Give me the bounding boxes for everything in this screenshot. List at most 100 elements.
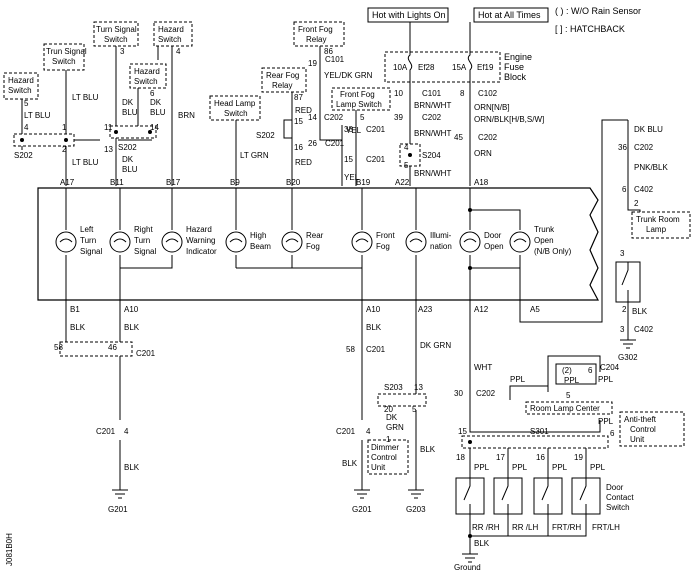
lamp-illumination-line-2: nation: [430, 242, 452, 251]
wire-label-yel-2: YEL: [344, 173, 360, 182]
pin-13: 13: [104, 145, 113, 154]
splice-dot-ground: [468, 534, 472, 538]
wire-label-blu-1: BLU: [122, 108, 138, 117]
hazard-switch-2-box: [129, 63, 167, 89]
pin-19: 19: [308, 59, 317, 68]
lamp-hazard-line-2: Warning: [186, 236, 216, 245]
wire-label-blk-6: BLK: [342, 459, 358, 468]
conn-c202-trunk: C202: [634, 143, 654, 152]
pin-15-yel: 15: [344, 155, 353, 164]
fuse-ef19-wire: [467, 22, 473, 82]
wire-label-lt-grn: LT GRN: [240, 151, 269, 160]
wire-label-red-1: RED: [295, 106, 312, 115]
pin-20: 20: [384, 405, 393, 414]
hazard-switch-2-label-2: Switch: [134, 77, 158, 86]
wire-label-red-2: RED: [295, 158, 312, 167]
wire-label-dk-3: DK: [122, 155, 134, 164]
pin-2-c204: (2): [562, 366, 572, 375]
wire-yel: [319, 46, 357, 186]
pin-14: 14: [150, 123, 159, 132]
lamp-high-beam-line-2: Beam: [250, 242, 271, 251]
wire-label-brn-wht-3: BRN/WHT: [414, 169, 451, 178]
lamp-right-turn-line-2: Turn: [134, 236, 150, 245]
splice-dot-5: [408, 153, 412, 157]
conn-c202-mid: C202: [422, 113, 442, 122]
trun-signal-switch-box: [43, 43, 85, 71]
door-contact-label-1: Door: [606, 483, 624, 492]
lamp-illumination: Illumi- nation: [405, 188, 452, 300]
front-fog-lamp-switch-label-2: Lamp Switch: [336, 100, 382, 109]
conn-c101-1: C101: [325, 55, 345, 64]
wire-label-blk-3: BLK: [124, 463, 140, 472]
pin-38: 38: [344, 125, 353, 134]
wire-label-lt-blu-1: LT BLU: [24, 111, 51, 120]
conn-s202-2: S202: [118, 143, 137, 152]
pin-5-s204: 5: [404, 161, 409, 170]
hot-lights-label: Hot with Lights On: [372, 10, 446, 20]
conn-c201-bl2: C201: [96, 427, 116, 436]
lamp-right-turn-line-1: Right: [134, 225, 153, 234]
door-contact-label-3: Switch: [606, 503, 630, 512]
antitheft-label-2: Control: [630, 425, 656, 434]
wire-label-blk-2: BLK: [124, 323, 140, 332]
conn-c201-fog: C201: [366, 125, 386, 134]
turn-signal-switch-label-1: Turn Signal: [96, 25, 137, 34]
pin-a10-b: A10: [366, 305, 381, 314]
wire-label-wht: WHT: [474, 363, 492, 372]
pin-86: 86: [324, 47, 333, 56]
lamp-hazard-line-3: Indicator: [186, 247, 217, 256]
wire-trunk-feed: [469, 119, 628, 432]
conn-c402-2: C402: [634, 325, 654, 334]
head-lamp-switch-label-2: Switch: [224, 109, 248, 118]
lamp-rear-fog-line-2: Fog: [306, 242, 320, 251]
front-fog-lamp-switch-box: [331, 87, 391, 111]
pin-a23: A23: [418, 305, 433, 314]
s203-splice: [377, 393, 427, 407]
label-frt-lh: FRT/LH: [592, 523, 620, 532]
conn-c202-door: C202: [476, 389, 496, 398]
wire-label-yel-dk-grn: YEL/DK GRN: [324, 71, 373, 80]
rear-fog-relay-box: [261, 67, 307, 93]
lamp-right-turn-signal: Right Turn Signal: [109, 188, 156, 300]
pin-5-s203: 5: [412, 405, 417, 414]
conn-s203: S203: [384, 383, 403, 392]
pin-87: 87: [294, 93, 303, 102]
conn-s204: S204: [422, 151, 441, 160]
wire-label-ppl-4: PPL: [474, 463, 490, 472]
lamp-right-turn-line-3: Signal: [134, 247, 156, 256]
wire-label-brn-wht-1: BRN/WHT: [414, 101, 451, 110]
conn-c201-mid2: C201: [336, 427, 356, 436]
pin-b20: B20: [286, 178, 301, 187]
pin-58-mid: 58: [346, 345, 355, 354]
wire-label-orn-nb: ORN[N/B]: [474, 103, 510, 112]
conn-s202-1: S202: [14, 151, 33, 160]
pin-b9: B9: [230, 178, 240, 187]
trunk-room-lamp-box: [631, 211, 691, 239]
fuse-ef19-name: Ef19: [477, 63, 494, 72]
hazard-switch-box: [3, 72, 39, 100]
ground-g201-left: [112, 489, 128, 499]
wire-door-ground: [469, 514, 587, 554]
antitheft-label-3: Unit: [630, 435, 645, 444]
wire-blk-middle: [361, 300, 417, 490]
trunk-lamp-label-1: Trunk Room: [636, 215, 680, 224]
wire-door-bus: [469, 410, 601, 433]
lamp-front-fog-line-1: Front: [376, 231, 395, 240]
pin-46: 46: [108, 343, 117, 352]
pin-a22: A22: [395, 178, 410, 187]
wire-label-ppl-5: PPL: [512, 463, 528, 472]
pin-3-turn: 3: [120, 47, 125, 56]
ground-g203: [408, 489, 424, 499]
pin-16-door: 16: [536, 453, 545, 462]
wire-label-dk-grn-2: DK: [386, 413, 398, 422]
ground-door: [462, 553, 478, 563]
pin-1-s202: 1: [62, 123, 67, 132]
ground-g302: [620, 339, 636, 349]
conn-c202-top: C202: [324, 113, 344, 122]
splice-dot-4: [148, 130, 152, 134]
wire-label-brn: BRN: [178, 111, 195, 120]
splice-dot-s301: [468, 440, 472, 444]
lamp-front-fog: Front Fog: [236, 188, 395, 300]
lamp-trunk-open-line-2: Open: [534, 236, 554, 245]
